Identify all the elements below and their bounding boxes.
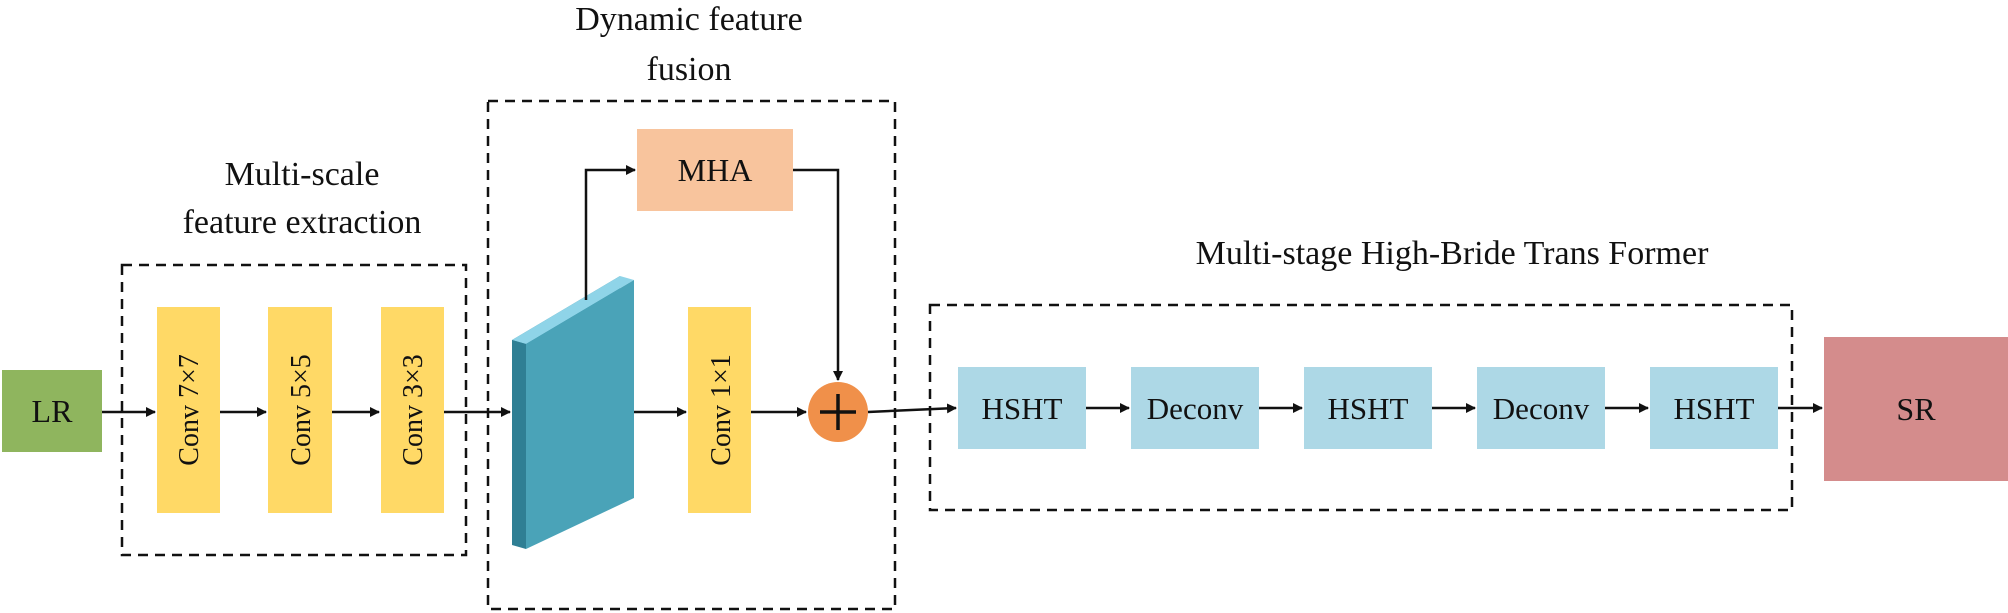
conv1-label: Conv 1×1 xyxy=(706,354,737,465)
hsht-block-3 xyxy=(1650,367,1778,449)
transformer-title: Multi-stage High-Bride Trans Former xyxy=(1196,235,1709,272)
flow-arrows xyxy=(102,165,1823,417)
deconv-block-2 xyxy=(1477,367,1605,449)
hsht-label-3: HSHT xyxy=(1674,391,1755,426)
hsht-block-2 xyxy=(1304,367,1432,449)
deconv-block-1 xyxy=(1131,367,1259,449)
hsht-block-1 xyxy=(958,367,1086,449)
fusion-title-line1: Dynamic feature xyxy=(575,1,803,38)
feature-map-slab xyxy=(512,276,634,549)
conv5-label: Conv 5×5 xyxy=(286,354,317,465)
conv1-block xyxy=(688,307,751,513)
fusion-title-line2: fusion xyxy=(647,51,732,88)
mha-block xyxy=(637,129,793,211)
deconv-label-1: Deconv xyxy=(1147,391,1244,426)
extraction-title-line1: Multi-scale xyxy=(225,156,380,193)
input-lr-box xyxy=(2,370,102,452)
conv3-label: Conv 3×3 xyxy=(398,354,429,465)
arrow-slab-to-mha xyxy=(584,165,636,300)
extraction-title-line2: feature extraction xyxy=(183,204,422,241)
conv7-block xyxy=(157,307,220,513)
conv5-block xyxy=(268,307,332,513)
add-operator-icon xyxy=(808,382,868,442)
arrow-add-to-hsht1 xyxy=(867,403,957,414)
arrow-mha-to-add xyxy=(793,168,843,381)
output-sr-box xyxy=(1824,337,2008,481)
hsht-label-2: HSHT xyxy=(1328,391,1409,426)
conv7-label: Conv 7×7 xyxy=(174,354,205,465)
conv3-block xyxy=(381,307,444,513)
extraction-group-box xyxy=(120,263,468,557)
mha-label: MHA xyxy=(678,152,753,188)
output-sr-label: SR xyxy=(1896,391,1936,427)
transformer-group-box xyxy=(928,303,1794,512)
deconv-label-2: Deconv xyxy=(1493,391,1590,426)
hsht-label-1: HSHT xyxy=(982,391,1063,426)
input-lr-label: LR xyxy=(32,393,74,429)
